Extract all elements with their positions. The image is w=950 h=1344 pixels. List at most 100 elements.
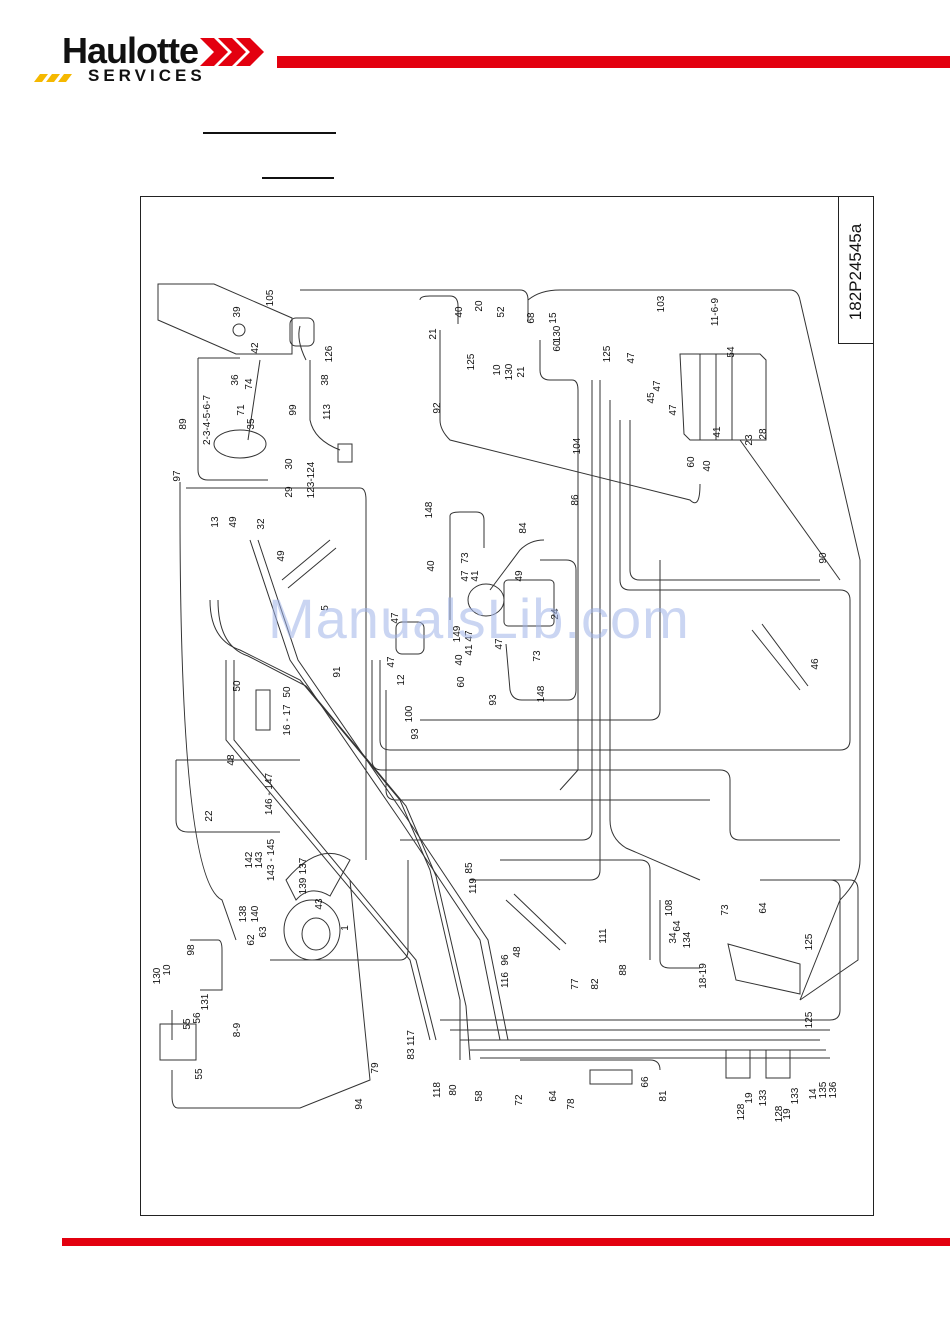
footer-red-bar [62, 1238, 950, 1246]
callout-73a: 73 [460, 552, 471, 564]
callout-10b: 10 [492, 364, 503, 376]
filter-top [289, 317, 315, 347]
callout-91: 91 [332, 666, 343, 678]
logo-brand: Haulotte [62, 30, 199, 71]
valve-bank [679, 353, 767, 441]
callout-47g: 47 [386, 656, 397, 668]
hose-93b [420, 560, 661, 721]
callout-2-7: 2-3-4-5-6-7 [202, 395, 213, 445]
callout-108: 108 [664, 899, 675, 916]
hose-93 [385, 690, 710, 801]
hose-79 [270, 860, 409, 961]
hose-88 [659, 900, 700, 969]
callout-73b: 73 [532, 650, 543, 662]
callout-99: 99 [288, 404, 299, 416]
hose-148 [449, 511, 485, 620]
callout-125b: 125 [602, 345, 613, 362]
callout-86: 86 [570, 494, 581, 506]
cylinder-49 [281, 539, 337, 589]
callout-8-9: 8-9 [232, 1022, 243, 1037]
callout-19a: 19 [744, 1092, 755, 1104]
callout-12: 12 [396, 674, 407, 686]
callout-136: 136 [828, 1081, 839, 1098]
callout-62: 62 [246, 934, 257, 946]
tank-cap [232, 323, 246, 337]
callout-96: 96 [500, 954, 511, 966]
callout-47h: 47 [390, 612, 401, 624]
callout-88: 88 [618, 964, 629, 976]
callout-40b: 40 [702, 460, 713, 472]
callout-128a: 128 [736, 1103, 747, 1120]
callout-116: 116 [500, 972, 511, 988]
hose-98 [190, 939, 223, 991]
callout-64c: 64 [758, 902, 769, 914]
callout-14: 14 [808, 1088, 819, 1100]
callout-49c: 49 [514, 570, 525, 582]
callout-47d: 47 [460, 570, 471, 582]
callout-131: 131 [200, 993, 211, 1010]
callout-135: 135 [818, 1081, 829, 1098]
callout-18-19: 18-19 [698, 963, 709, 989]
callout-78: 78 [566, 1098, 577, 1110]
callout-104: 104 [572, 437, 583, 454]
callout-28: 28 [758, 428, 769, 440]
callout-41b: 41 [470, 570, 481, 582]
callout-64b: 64 [672, 920, 683, 932]
haulotte-logo: Haulotte SERVICES [22, 30, 272, 90]
hose-89 [197, 358, 268, 481]
callout-79: 79 [370, 1062, 381, 1074]
pump-body [283, 899, 341, 961]
header-red-bar [277, 56, 950, 68]
hose-92 [439, 330, 701, 504]
callout-5: 5 [320, 605, 331, 611]
hose-bundle-e [249, 539, 501, 1041]
callout-60b: 60 [686, 456, 697, 468]
hose-bundle-b [217, 599, 471, 1061]
callout-130b: 130 [504, 363, 515, 380]
callout-100: 100 [404, 705, 415, 722]
callout-43: 43 [314, 898, 325, 910]
hose-66 [520, 1059, 661, 1071]
callout-93a: 93 [488, 694, 499, 706]
callout-24: 24 [550, 608, 561, 620]
hose-21 [419, 295, 459, 324]
callout-47c: 47 [668, 404, 679, 416]
hose-valve-down [739, 439, 841, 581]
hose-103 [527, 289, 861, 1001]
callout-143: 143 [254, 851, 265, 868]
callout-137: 137 [298, 857, 309, 874]
cylinder-46 [751, 623, 809, 691]
callout-56: 56 [192, 1012, 203, 1024]
title-underline [203, 132, 336, 134]
hose-97 [179, 482, 237, 941]
callout-143-145: 143 - 145 [266, 838, 277, 881]
drawing-number-box [838, 197, 874, 344]
callout-133b: 133 [790, 1087, 801, 1104]
callout-68: 68 [526, 312, 537, 324]
filter-8-9 [159, 1023, 197, 1061]
callout-82: 82 [590, 978, 601, 990]
callout-40d: 40 [454, 654, 465, 666]
callout-63: 63 [258, 926, 269, 938]
callout-42: 42 [250, 342, 261, 354]
callout-19b: 19 [782, 1108, 793, 1120]
callout-93b: 93 [410, 728, 421, 740]
callout-148a: 148 [424, 501, 435, 518]
callout-111: 111 [598, 928, 609, 944]
callout-45: 45 [646, 392, 657, 404]
callout-128b: 128 [774, 1105, 785, 1122]
hose-22 [175, 760, 280, 833]
callout-50a: 50 [232, 680, 243, 692]
callout-140: 140 [250, 905, 261, 922]
hose-84 [489, 539, 545, 591]
callout-32: 32 [256, 518, 267, 530]
callout-58: 58 [474, 1090, 485, 1102]
callout-21a: 21 [428, 328, 439, 340]
callout-40c: 40 [426, 560, 437, 572]
hose-main-a [186, 487, 367, 860]
callout-13: 13 [210, 516, 221, 528]
callout-130a: 130 [552, 325, 563, 342]
pump-elbow [285, 852, 351, 901]
callout-34: 34 [668, 932, 679, 944]
callout-41c: 41 [464, 644, 475, 656]
